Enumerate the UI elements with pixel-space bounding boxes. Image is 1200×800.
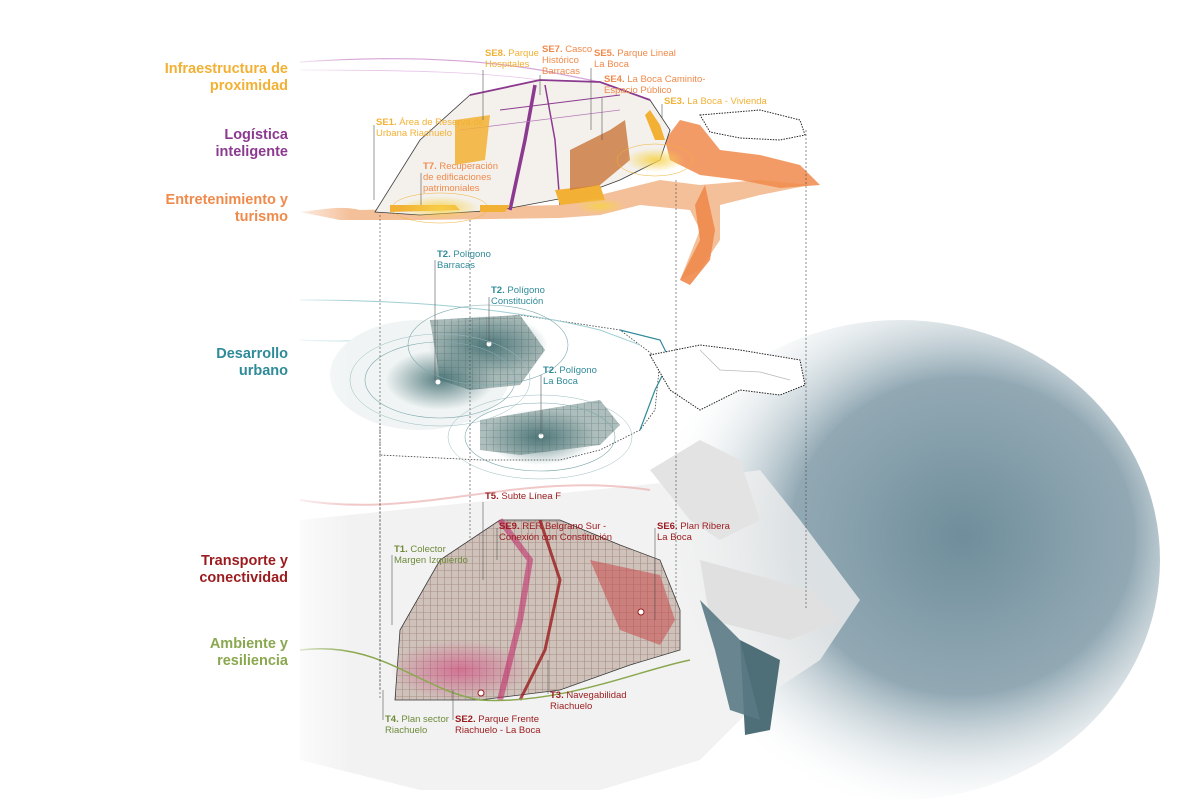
leader-lines (373, 68, 663, 720)
label-se4: SE4. La Boca Caminito-Espacio Público (604, 74, 706, 96)
transporte-ambiente-layer (299, 484, 691, 702)
projection-lines (379, 130, 807, 700)
label-t5: T5. Subte Línea F (485, 491, 562, 502)
label-se9: SE9. RER Belgrano Sur -Conexión con Cons… (499, 521, 613, 543)
desarrollo-urbano-layer (299, 299, 806, 480)
label-se3: SE3. La Boca - Vivienda (664, 96, 767, 107)
top-layer (299, 58, 820, 285)
